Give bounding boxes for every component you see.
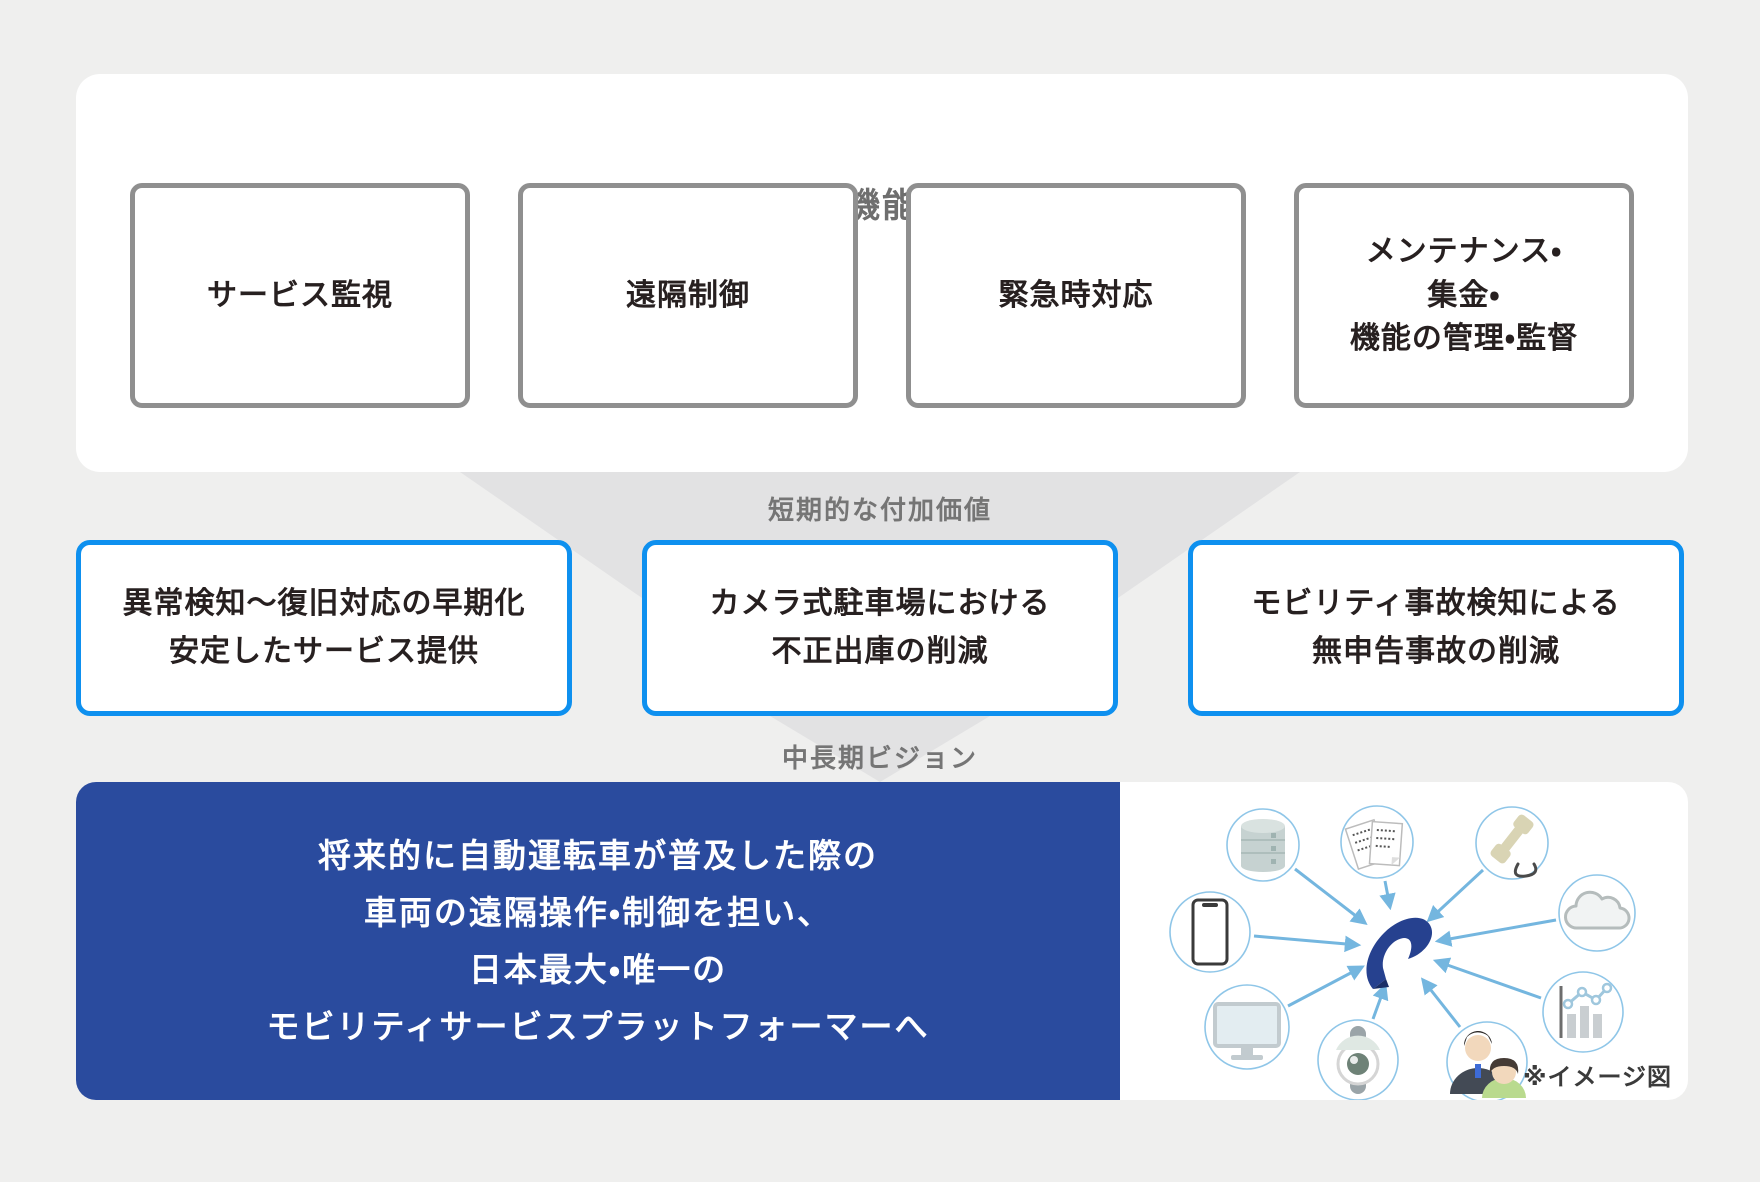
- documents-icon: [1340, 805, 1414, 879]
- short-term-box-early-recovery: 異常検知〜復旧対応の早期化 安定したサービス提供: [76, 540, 572, 716]
- short-term-box-parking-fraud: カメラ式駐車場における 不正出庫の削減: [642, 540, 1118, 716]
- short-term-box-line: 安定したサービス提供: [169, 635, 479, 668]
- people-icon: [1446, 1021, 1528, 1103]
- short-term-box-line: 不正出庫の削減: [771, 635, 989, 668]
- short-term-box-line: カメラ式駐車場における: [709, 587, 1051, 620]
- vision-panel: 将来的に自動運転車が普及した際の 車両の遠隔操作・制御を担い、 日本最大・唯一の…: [76, 782, 1120, 1100]
- vision-text-line: モビリティサービスプラットフォーマーへ: [266, 1008, 930, 1045]
- cloud-icon: [1558, 874, 1636, 952]
- functions-panel: 機能 サービス監視 遠隔制御 緊急時対応 メンテナンス・ 集金・ 機能の管理・監…: [76, 74, 1688, 472]
- illustration-caption: ※イメージ図: [1523, 1064, 1672, 1091]
- platform-logo-icon: [1366, 917, 1433, 989]
- short-term-box-line: モビリティ事故検知による: [1251, 587, 1621, 620]
- function-box-service-monitoring: サービス監視: [130, 183, 470, 408]
- funnel-bottom-triangle: [770, 716, 990, 782]
- function-box-label: 機能の管理・監督: [1349, 322, 1579, 356]
- function-box-label: メンテナンス・: [1365, 235, 1563, 269]
- vision-text-line: 日本最大・唯一の: [468, 951, 728, 988]
- chart-icon: [1542, 971, 1624, 1053]
- function-box-label: 遠隔制御: [626, 278, 750, 312]
- function-box-maintenance: メンテナンス・ 集金・ 機能の管理・監督: [1294, 183, 1634, 408]
- connection-arrows: [1253, 867, 1557, 1028]
- phone-handset-icon: [1475, 806, 1549, 880]
- functions-box-row: サービス監視 遠隔制御 緊急時対応 メンテナンス・ 集金・ 機能の管理・監督: [130, 183, 1634, 408]
- short-term-value-label: 短期的な付加価値: [767, 495, 992, 525]
- smartphone-icon: [1169, 891, 1251, 973]
- short-term-box-line: 無申告事故の削減: [1312, 635, 1560, 668]
- illustration-panel: ※イメージ図: [1120, 782, 1688, 1103]
- function-box-emergency-response: 緊急時対応: [906, 183, 1246, 408]
- function-box-remote-control: 遠隔制御: [518, 183, 858, 408]
- vision-text-line: 車両の遠隔操作・制御を担い、: [363, 894, 833, 931]
- connected-services-illustration: [1169, 805, 1636, 1103]
- function-box-label: サービス監視: [207, 278, 393, 312]
- function-box-label: 緊急時対応: [998, 278, 1154, 312]
- mid-long-term-vision-label: 中長期ビジョン: [781, 743, 978, 773]
- camera-icon: [1317, 1019, 1399, 1101]
- database-icon: [1226, 808, 1300, 882]
- function-box-label: 集金・: [1427, 278, 1501, 312]
- short-term-box-line: 異常検知〜復旧対応の早期化: [122, 587, 526, 620]
- vision-text-line: 将来的に自動運転車が普及した際の: [318, 837, 878, 874]
- short-term-box-accident-detection: モビリティ事故検知による 無申告事故の削減: [1188, 540, 1684, 716]
- monitor-icon: [1204, 984, 1290, 1070]
